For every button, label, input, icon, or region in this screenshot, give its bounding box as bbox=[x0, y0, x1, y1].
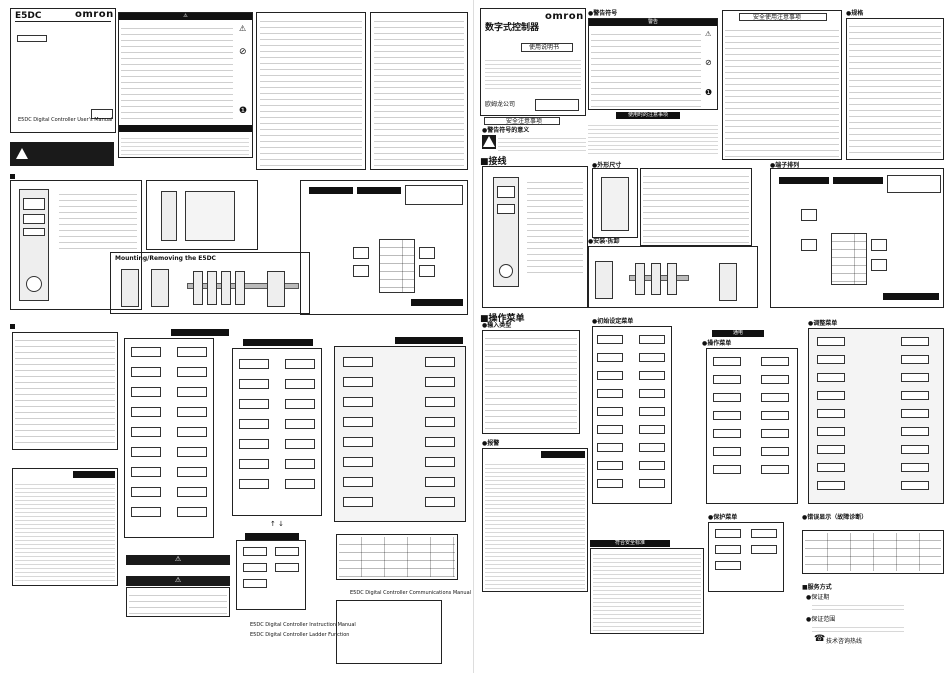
cn-title: 数字式控制器 bbox=[485, 23, 540, 33]
notes-box bbox=[336, 600, 442, 664]
cn-legal-band: 符合安全标准 bbox=[590, 540, 670, 547]
caption-c: E5DC Digital Controller Communications M… bbox=[350, 590, 472, 596]
cn-run-header: 通电 bbox=[712, 330, 764, 337]
cn-caution-band bbox=[484, 117, 560, 125]
chinese-manual-page: 数字式控制器 omron 使用说明书 欧姆龙公司 安全注意事项 ●警告符号的意义… bbox=[476, 0, 948, 673]
omron-logo: omron bbox=[75, 9, 114, 20]
cn-setting-label: ●初始设定菜单 bbox=[592, 318, 634, 325]
cn-dims-drawing bbox=[592, 168, 638, 238]
cn-support-line: 技术咨询热线 bbox=[826, 638, 863, 645]
cn-usage-notes: 使用时的注意事项 bbox=[616, 112, 680, 119]
input-type-table bbox=[12, 468, 118, 586]
caution-header bbox=[119, 125, 252, 132]
cn-operation-label: ●操作菜单 bbox=[702, 340, 732, 347]
cn-operation-menu bbox=[706, 348, 798, 504]
cn-dims-label: ●外形尺寸 bbox=[592, 162, 622, 169]
danger-banner bbox=[10, 142, 114, 166]
operation-menu bbox=[232, 339, 322, 516]
notes-panel bbox=[370, 12, 468, 170]
mandatory-icon: ❶ bbox=[239, 106, 248, 116]
cn-connect-label: ●端子排列 bbox=[770, 162, 800, 169]
menu-arrow-up-down: ↑ ↓ bbox=[270, 520, 284, 528]
side-view-drawing bbox=[161, 191, 177, 241]
caution-box-1: ⚠ bbox=[126, 555, 230, 565]
english-manual-page: E5DC omron E5DC Digital Controller User'… bbox=[0, 0, 472, 673]
cn-mount-panel bbox=[588, 246, 758, 308]
cn-safety-header: 安全使用注意事项 bbox=[753, 14, 802, 21]
caution-text bbox=[126, 587, 230, 617]
cn-omron-logo: omron bbox=[545, 11, 584, 22]
cn-initial-setting-menu bbox=[592, 326, 672, 504]
rail-view-drawing bbox=[185, 191, 235, 241]
mounting-panel: Mounting/Removing the E5DC bbox=[110, 252, 310, 314]
cn-alarm-label: ●报警 bbox=[482, 440, 500, 447]
cover-panel: E5DC omron bbox=[10, 8, 116, 133]
section-marker-3 bbox=[10, 322, 17, 331]
cover-id-box bbox=[91, 109, 113, 119]
caution-box-2: ⚠ bbox=[126, 576, 230, 586]
manual-caption: E5DC Digital Controller User's Manual bbox=[18, 117, 113, 123]
cn-subtitle: 使用说明书 bbox=[529, 44, 560, 51]
page-divider bbox=[473, 0, 474, 673]
cn-mandatory-icon: ❶ bbox=[705, 88, 713, 97]
controller-front-drawing bbox=[19, 189, 49, 301]
wiring-panel bbox=[300, 180, 468, 315]
caption-a: E5DC Digital Controller Instruction Manu… bbox=[250, 622, 356, 628]
cover-label-box bbox=[17, 35, 47, 42]
cn-danger-meaning-label: ●警告符号的意义 bbox=[482, 127, 530, 134]
cn-symbol-label: ●警告符号 bbox=[588, 10, 618, 17]
cn-warning-header: 警告 bbox=[589, 19, 717, 26]
cn-prohibited-icon: ⊘ bbox=[705, 58, 712, 67]
cn-error-label: ●错误显示（故障诊断） bbox=[802, 514, 868, 521]
cn-alarm-table bbox=[482, 448, 588, 592]
initial-setting-menu bbox=[124, 329, 229, 538]
cn-scope-label: ●保证范围 bbox=[806, 616, 836, 623]
cn-adjust-label: ●调整菜单 bbox=[808, 320, 838, 327]
cn-input-type-label: ●输入类型 bbox=[482, 322, 512, 329]
prohibited-icon: ⊘ bbox=[239, 47, 247, 57]
warning-header: ⚠ bbox=[119, 13, 252, 20]
precautions-panel bbox=[256, 12, 366, 170]
cn-connect-table bbox=[640, 168, 752, 246]
cn-service-title: ■服务方式 bbox=[802, 584, 832, 591]
cn-safety-panel: 安全使用注意事项 bbox=[722, 10, 842, 160]
cn-protect-label: ●保护菜单 bbox=[708, 514, 738, 521]
cn-cover-panel: 数字式控制器 omron 使用说明书 欧姆龙公司 bbox=[480, 8, 586, 116]
cn-specs-label: ●规格 bbox=[846, 10, 864, 17]
dimensions-panel bbox=[146, 180, 258, 250]
cn-panel-drawing bbox=[482, 166, 588, 308]
cn-warning-panel: 警告 ⚠ ⊘ ❶ bbox=[588, 18, 718, 110]
warning-icon: ⚠ bbox=[239, 24, 247, 33]
caption-b: E5DC Digital Controller Ladder Function bbox=[250, 632, 350, 638]
error-table bbox=[336, 534, 458, 580]
cn-company: 欧姆龙公司 bbox=[485, 101, 516, 108]
model-name: E5DC bbox=[15, 11, 42, 21]
cn-guarantee-label: ●保证期 bbox=[806, 594, 830, 601]
mounting-title: Mounting/Removing the E5DC bbox=[115, 255, 216, 262]
cn-section-menu: ■操作菜单 bbox=[480, 314, 525, 324]
cn-warning-icon: ⚠ bbox=[705, 30, 712, 38]
cn-wiring-panel bbox=[770, 168, 944, 308]
cn-protect-menu bbox=[708, 522, 784, 592]
cn-mount-label: ●安装·拆卸 bbox=[588, 238, 620, 245]
cn-input-type-table bbox=[482, 330, 580, 434]
specs-table bbox=[12, 332, 118, 450]
cn-error-table bbox=[802, 530, 944, 574]
safety-panel: ⚠ ⚠ ⊘ ❶ bbox=[118, 12, 253, 158]
cn-adjust-menu bbox=[808, 328, 944, 504]
cn-caution-band-text: 安全注意事项 bbox=[506, 118, 543, 125]
operation-menu-header bbox=[243, 339, 313, 346]
cn-legal-text bbox=[590, 548, 704, 634]
cn-danger-banner bbox=[482, 135, 496, 149]
cn-specs-table bbox=[846, 18, 944, 160]
adjustment-menu bbox=[334, 337, 466, 522]
part-names-panel bbox=[10, 180, 142, 310]
cn-section-wiring: ■接线 bbox=[480, 157, 507, 167]
cn-phone-icon: ☎ bbox=[814, 634, 826, 644]
protect-menu bbox=[236, 533, 306, 610]
section-marker-2 bbox=[10, 172, 17, 181]
terminal-block bbox=[379, 239, 415, 293]
